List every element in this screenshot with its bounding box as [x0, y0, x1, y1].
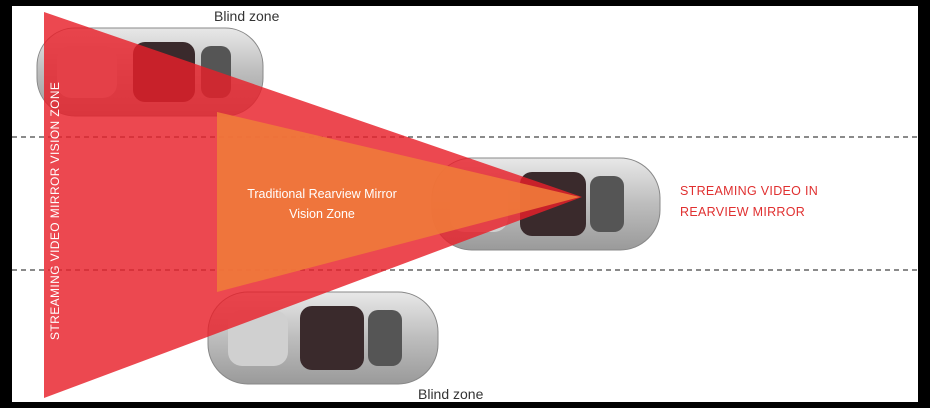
streaming-video-label-line2: REARVIEW MIRROR — [680, 205, 806, 219]
traditional-vision-zone — [217, 112, 580, 292]
blind-zone-bottom-label: Blind zone — [418, 386, 484, 402]
traditional-zone-label: Traditional Rearview Mirror Vision Zone — [232, 184, 412, 224]
frame-left — [0, 0, 12, 408]
frame-right — [918, 0, 930, 408]
traditional-zone-label-line1: Traditional Rearview Mirror — [247, 187, 397, 201]
frame-top — [0, 0, 930, 6]
streaming-video-label-line1: STREAMING VIDEO IN — [680, 184, 819, 198]
blind-zone-top-label: Blind zone — [214, 8, 280, 24]
traditional-zone-label-line2: Vision Zone — [289, 207, 355, 221]
frame-bottom — [0, 402, 930, 408]
streaming-video-label: STREAMING VIDEO IN REARVIEW MIRROR — [680, 181, 818, 223]
streaming-zone-vertical-label: STREAMING VIDEO MIRROR VISION ZONE — [48, 81, 62, 340]
